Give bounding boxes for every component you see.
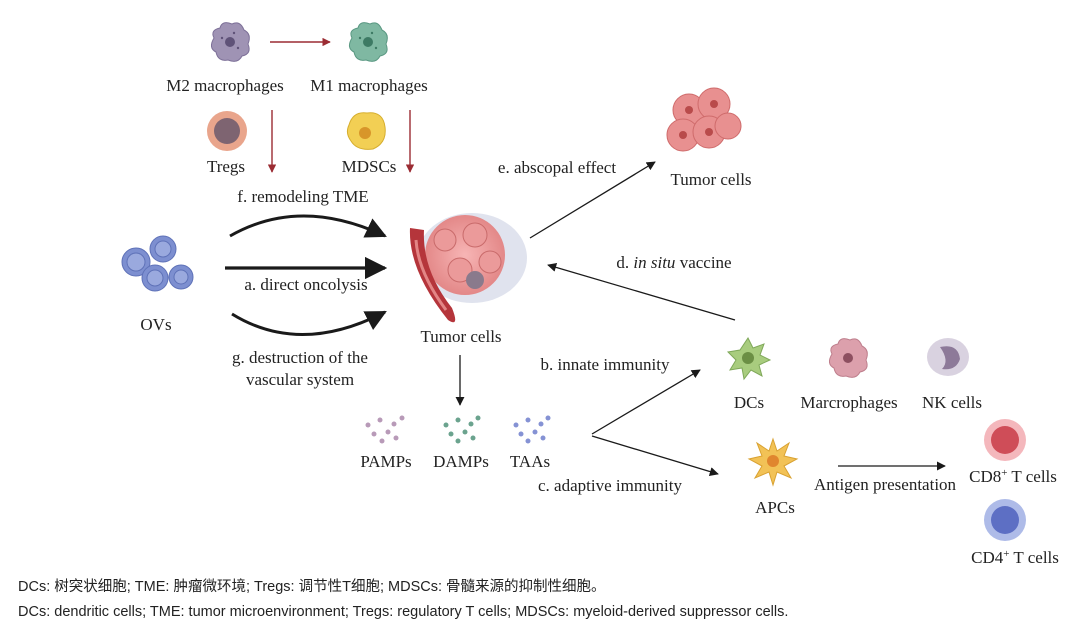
treg-icon (207, 111, 247, 151)
m1-macrophage-icon (348, 22, 388, 62)
label-innate-immunity: b. innate immunity (541, 355, 670, 374)
label-cd4-t-cells: CD4+ T cells (971, 548, 1059, 567)
label-abscopal-effect: e. abscopal effect (498, 158, 616, 177)
diagram-canvas: M2 macrophages M1 macrophages Tregs MDSC… (121, 22, 1059, 567)
label-dcs: DCs (734, 393, 764, 412)
remodeling-arrow (229, 214, 387, 238)
label-taas: TAAs (510, 452, 550, 471)
cd8-t-cell-icon (984, 419, 1026, 461)
label-m2-macrophages: M2 macrophages (166, 76, 284, 95)
label-remodeling-tme: f. remodeling TME (237, 187, 368, 206)
footnote-english: DCs: dendritic cells; TME: tumor microen… (18, 604, 789, 620)
innate-arrow (591, 369, 701, 435)
label-adaptive-immunity: c. adaptive immunity (538, 476, 682, 495)
label-mdscs: MDSCs (342, 157, 397, 176)
tumor-mass-icon (409, 213, 527, 323)
label-tumor-cells-top: Tumor cells (670, 170, 751, 189)
footnote-chinese: DCs: 树突状细胞; TME: 肿瘤微环境; Tregs: 调节性T细胞; M… (18, 579, 606, 595)
macrophage-icon (828, 338, 868, 378)
apc-icon (747, 437, 799, 487)
label-tregs: Tregs (207, 157, 245, 176)
vascular-arrow (231, 310, 387, 336)
nk-cell-icon (927, 338, 969, 376)
arrows (225, 37, 946, 476)
taas-dots-icon (513, 415, 551, 444)
mdsc-icon (346, 112, 386, 150)
label-damps: DAMPs (433, 452, 489, 471)
label-m1-macrophages: M1 macrophages (310, 76, 428, 95)
label-vascular-line1: g. destruction of the (232, 348, 368, 367)
label-macrophages-right: Marcrophages (800, 393, 897, 412)
ovs-virus-cluster-icon (121, 235, 194, 292)
label-direct-oncolysis: a. direct oncolysis (244, 275, 367, 294)
label-in-situ-vaccine: d. in situ vaccine (616, 253, 731, 272)
damps-dots-icon (443, 415, 481, 444)
adaptive-arrow (591, 435, 719, 476)
label-antigen-presentation: Antigen presentation (814, 475, 957, 494)
pamps-dots-icon (365, 415, 405, 444)
label-apcs: APCs (755, 498, 795, 517)
label-cd8-t-cells: CD8+ T cells (969, 467, 1057, 486)
label-nk-cells: NK cells (922, 393, 982, 412)
in-situ-vaccine-arrow (547, 262, 736, 321)
label-tumor-cells-center: Tumor cells (420, 327, 501, 346)
m2-macrophage-icon (210, 22, 250, 62)
tumor-cells-cluster-icon (666, 87, 742, 152)
label-ovs: OVs (140, 315, 171, 334)
dc-icon (726, 337, 772, 381)
label-vascular-line2: vascular system (246, 370, 354, 389)
cd4-t-cell-icon (984, 499, 1026, 541)
abscopal-arrow (529, 161, 656, 239)
label-pamps: PAMPs (360, 452, 411, 471)
